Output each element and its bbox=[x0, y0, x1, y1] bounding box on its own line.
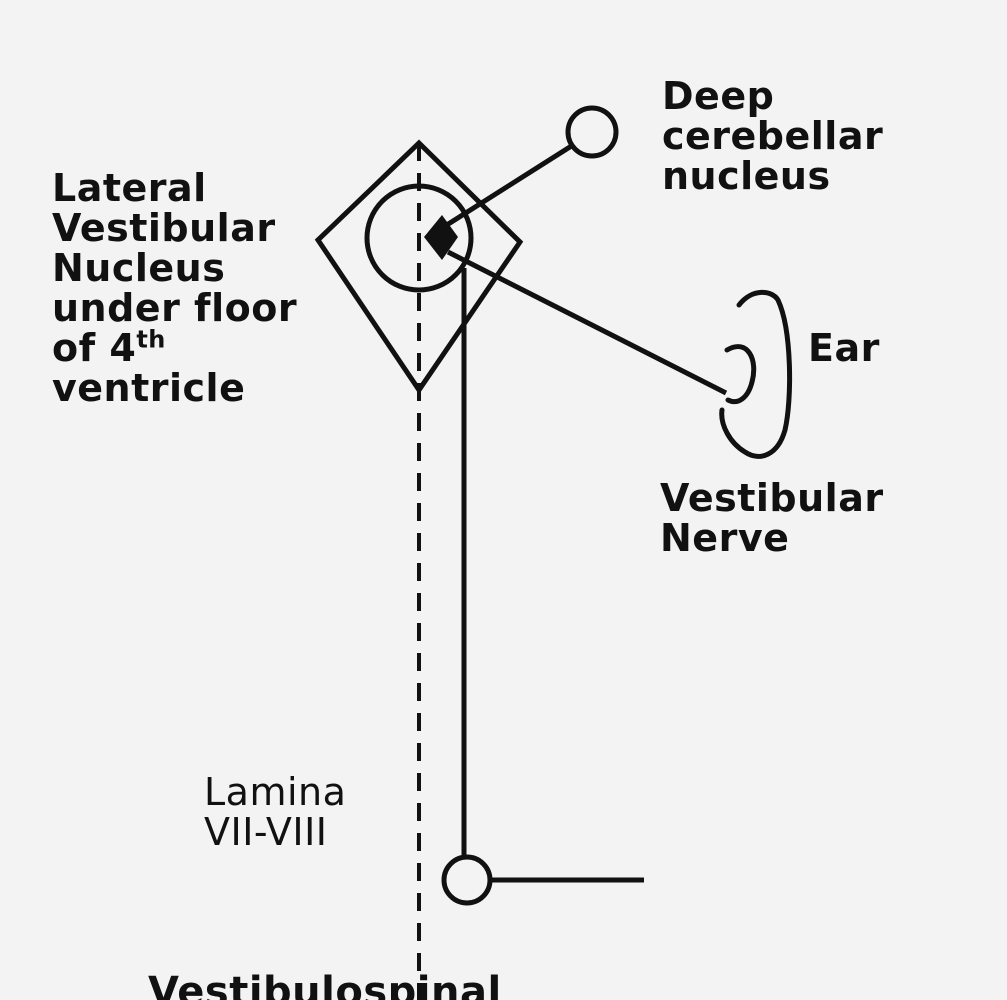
deep-cerebellar-nucleus-label: Deep cerebellar nucleus bbox=[662, 76, 883, 196]
vestibular-nerve-line bbox=[446, 249, 728, 396]
lvn-line-6: ventricle bbox=[52, 366, 246, 410]
ear-shape bbox=[719, 289, 793, 459]
lamina-line-2: VII-VIII bbox=[204, 810, 328, 854]
dcn-line-3: nucleus bbox=[662, 154, 831, 198]
lvn-line-3: Nucleus bbox=[52, 246, 226, 290]
vestibulospinal-label: Vestibulospinal bbox=[148, 969, 502, 1000]
dcn-line-1: Deep bbox=[662, 74, 775, 118]
synapse-diamond bbox=[424, 215, 458, 260]
lvn-line-5-prefix: of 4 bbox=[52, 326, 137, 370]
lvn-line-5-sup: th bbox=[136, 325, 166, 354]
lvn-line-5: of 4th bbox=[52, 325, 297, 370]
vn-line-1: Vestibular bbox=[660, 476, 884, 520]
vn-line-2: Nerve bbox=[660, 516, 790, 560]
dcn-line-2: cerebellar bbox=[662, 114, 884, 158]
spinal-neuron-circle bbox=[441, 854, 493, 906]
lamina-line-1: Lamina bbox=[204, 770, 347, 814]
vestibular-nerve-label: Vestibular Nerve bbox=[660, 478, 884, 558]
ear-inner-fold bbox=[724, 344, 757, 405]
lvn-line-4: under floor bbox=[52, 286, 298, 330]
lvn-line-2: Vestibular bbox=[52, 206, 276, 250]
lateral-vestibular-nucleus-label: Lateral Vestibular Nucleus under floor o… bbox=[52, 168, 297, 408]
ear-label: Ear bbox=[808, 326, 880, 370]
deep-cerebellar-nucleus-circle bbox=[565, 105, 619, 159]
lamina-label: Lamina VII-VIII bbox=[204, 772, 346, 852]
cerebellar-connection-line bbox=[440, 142, 575, 231]
lvn-line-1: Lateral bbox=[52, 166, 207, 210]
